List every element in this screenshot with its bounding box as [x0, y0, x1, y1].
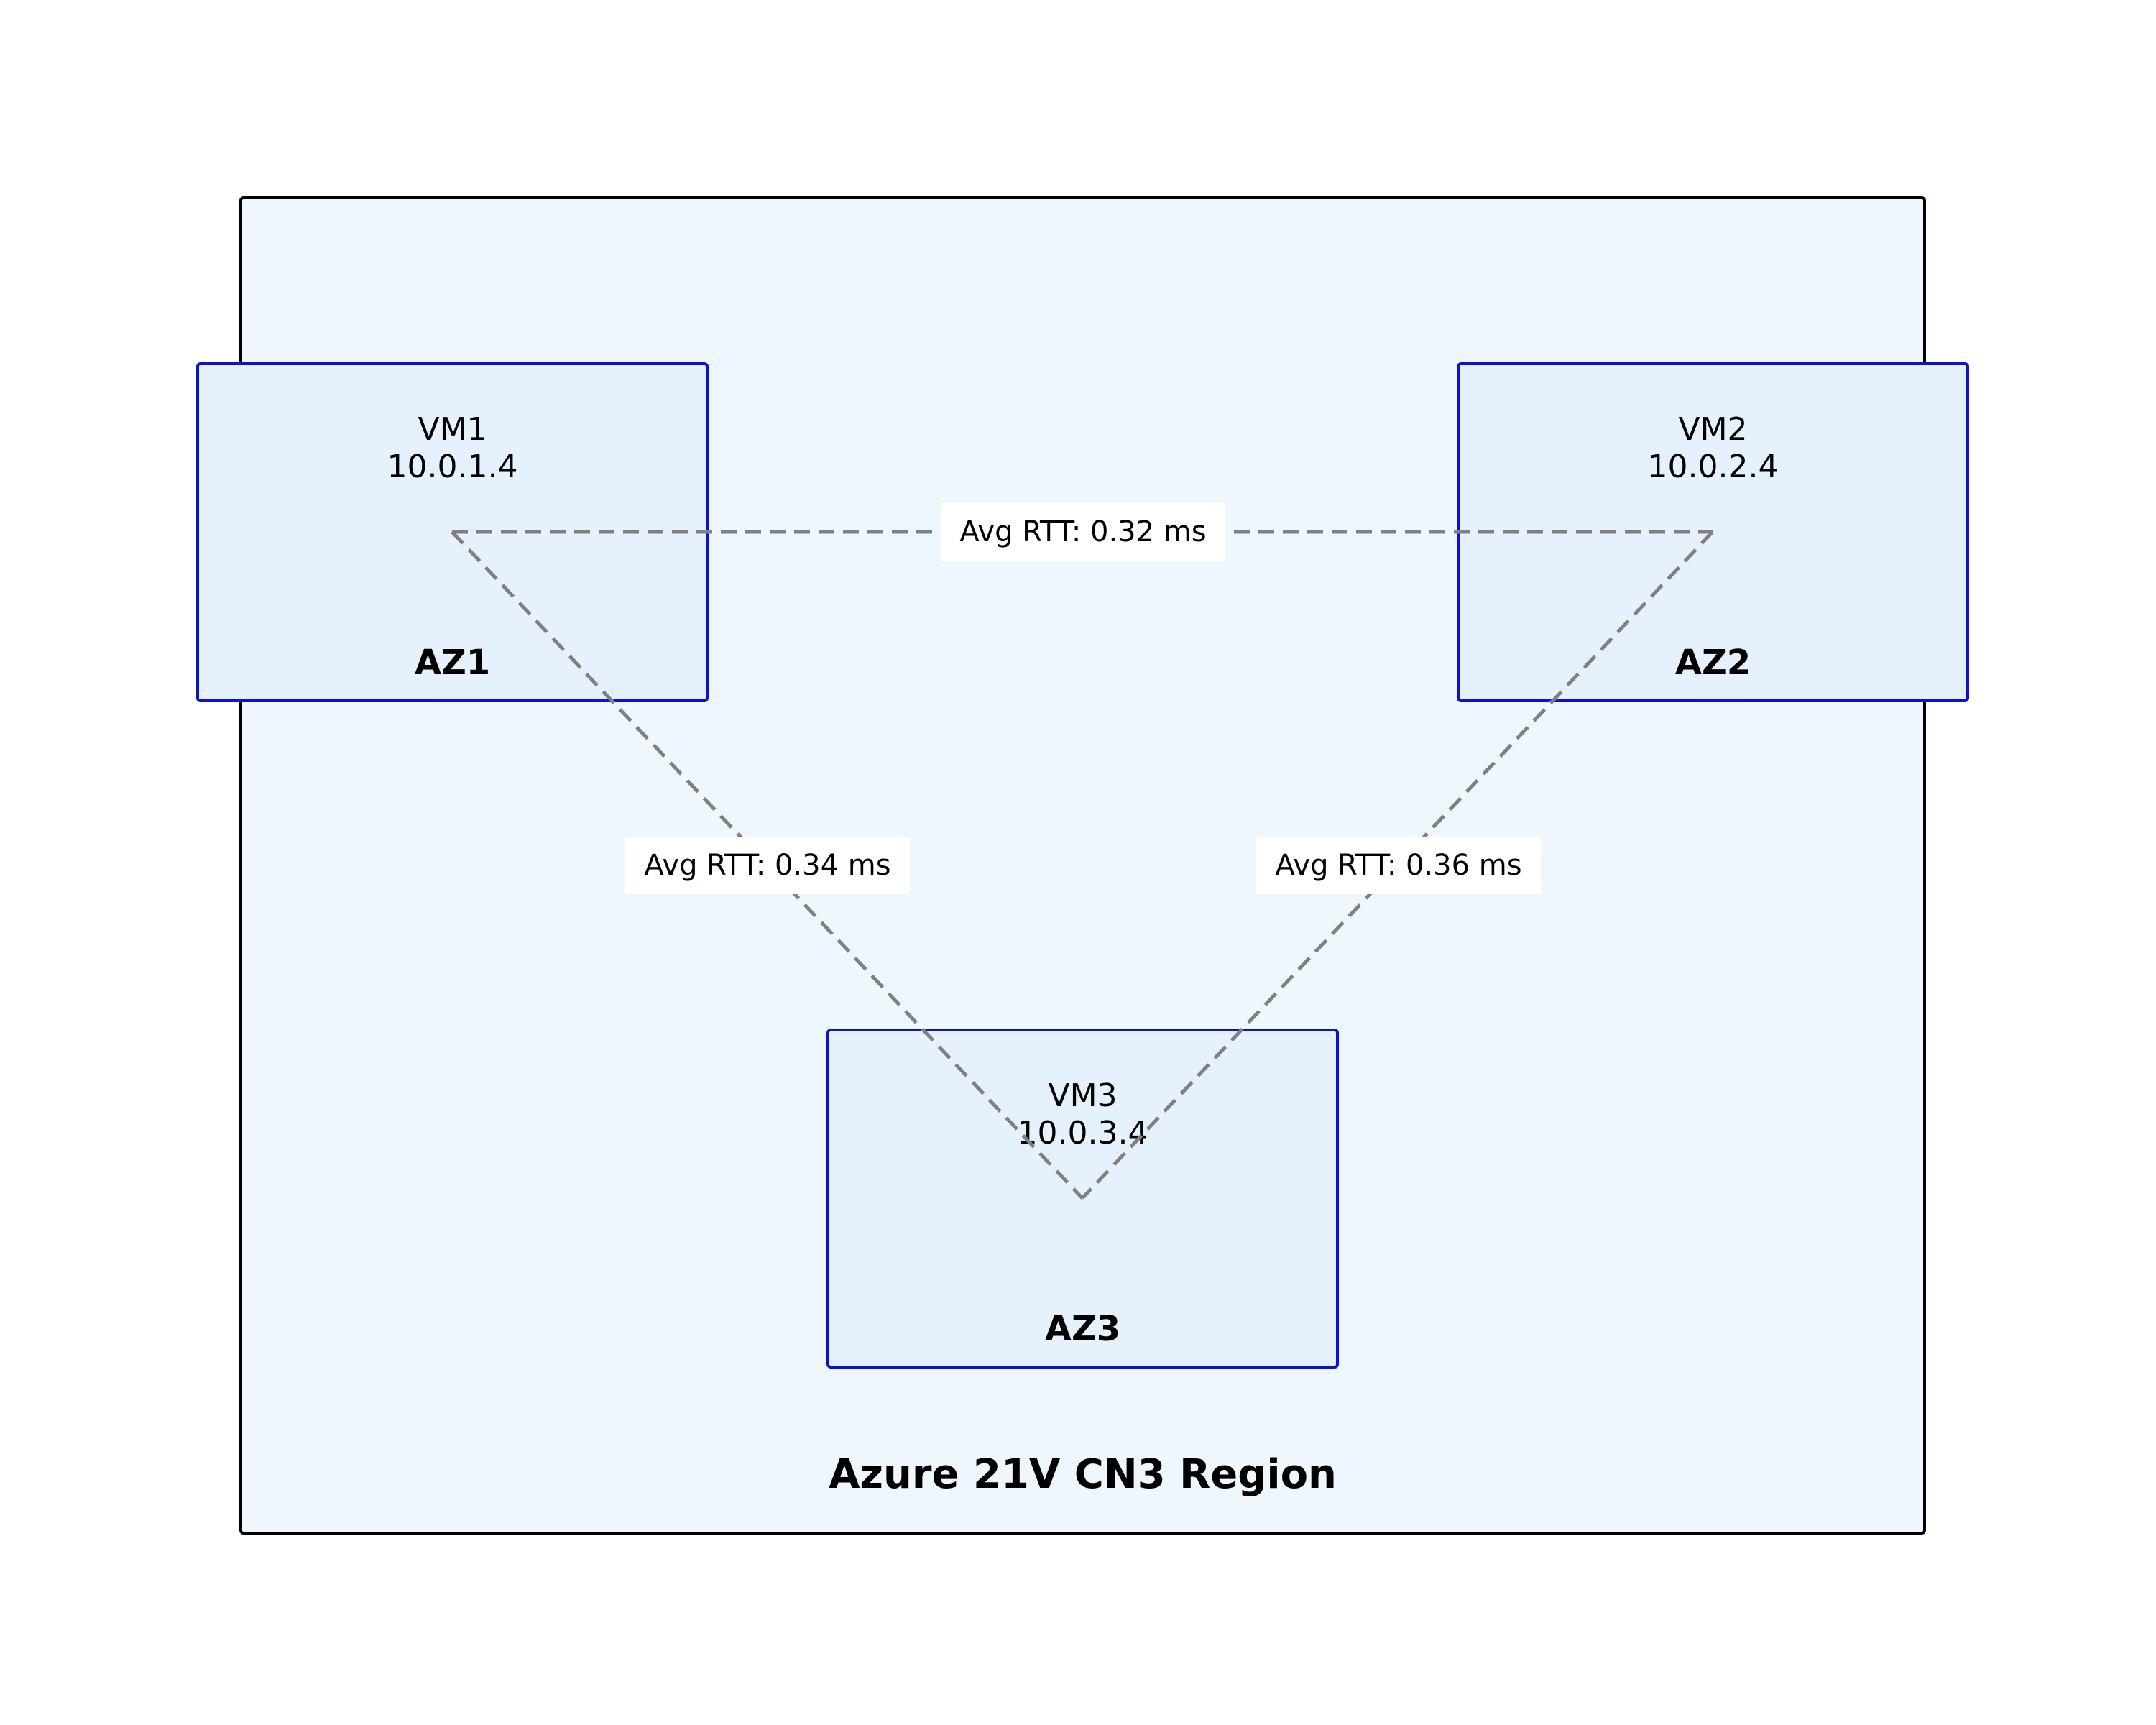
az3-label: AZ3: [1044, 1309, 1121, 1349]
vm1-name: VM1: [418, 411, 487, 448]
vm3-name: VM3: [1048, 1077, 1118, 1114]
link-vm1-vm3: [451, 530, 1084, 1200]
region-title: Azure 21V CN3 Region: [829, 1451, 1337, 1498]
rtt-label-vm2-vm3: Avg RTT: 0.36 ms: [1256, 837, 1541, 894]
rtt-label-vm1-vm2: Avg RTT: 0.32 ms: [941, 503, 1225, 561]
vm2-ip: 10.0.2.4: [1647, 448, 1779, 485]
vm3-ip: 10.0.3.4: [1017, 1115, 1148, 1151]
vm1-ip: 10.0.1.4: [387, 448, 518, 485]
rtt-label-vm1-vm3: Avg RTT: 0.34 ms: [625, 837, 910, 894]
link-vm2-vm3: [1081, 530, 1714, 1200]
availability-zone-az3: VM3 10.0.3.4 AZ3: [826, 1029, 1339, 1368]
az1-label: AZ1: [414, 643, 491, 683]
vm2-name: VM2: [1678, 411, 1748, 448]
az2-label: AZ2: [1674, 643, 1751, 683]
